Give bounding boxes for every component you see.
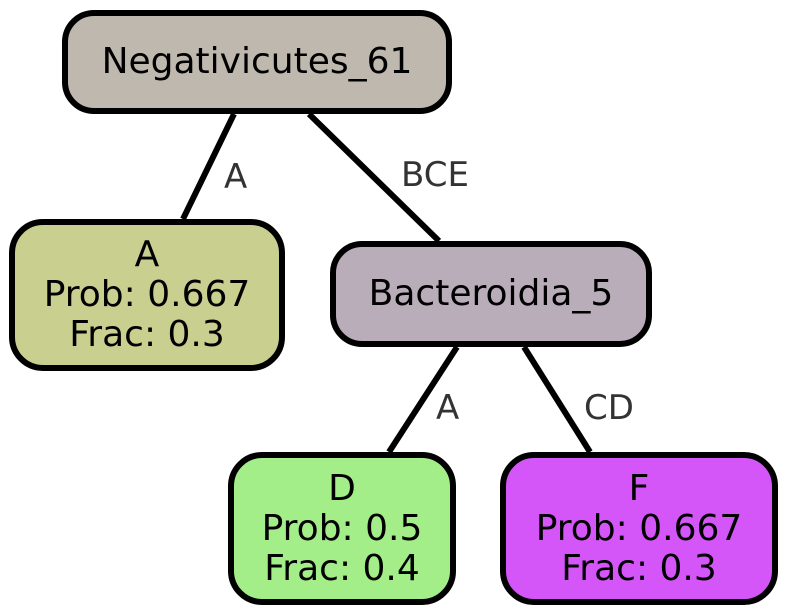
leaf-label: F [628,467,650,509]
leaf-prob: Prob: 0.5 [261,507,423,549]
leaf-frac: Frac: 0.4 [264,547,420,589]
leaf-frac: Frac: 0.3 [69,314,225,355]
edge-label-root-bacteroidia: BCE [401,155,469,195]
edge-root-a [180,112,237,221]
edge-label-bacteroidia-f: CD [584,388,634,428]
edge-bacteroidia-d [386,345,460,454]
leaf-node-d: D Prob: 0.5 Frac: 0.4 [228,452,456,605]
edge-label-root-a: A [224,157,248,197]
node-negativicutes-61: Negativicutes_61 [62,10,452,114]
node-label: Bacteroidia_5 [368,273,614,314]
node-bacteroidia-5: Bacteroidia_5 [330,241,652,347]
leaf-prob: Prob: 0.667 [43,274,251,315]
leaf-prob: Prob: 0.667 [535,507,743,549]
leaf-node-a: A Prob: 0.667 Frac: 0.3 [9,219,285,371]
leaf-label: A [134,234,160,275]
edge-label-bacteroidia-d: A [436,388,460,428]
leaf-node-f: F Prob: 0.667 Frac: 0.3 [500,452,778,605]
leaf-frac: Frac: 0.3 [561,547,717,589]
node-label: Negativicutes_61 [101,41,413,82]
leaf-label: D [328,467,356,509]
edge-bacteroidia-f [521,345,593,454]
edge-root-bacteroidia [306,111,442,244]
